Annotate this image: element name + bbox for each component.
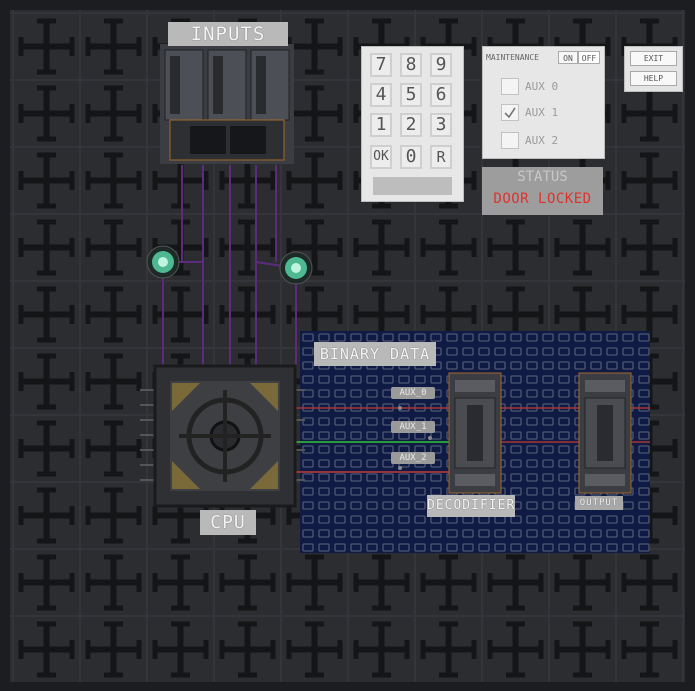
- decodifier-device: [448, 372, 502, 494]
- aux-0-label: AUX 0: [525, 80, 559, 93]
- help-button[interactable]: HELP: [630, 71, 677, 86]
- check-icon: [504, 107, 516, 119]
- cpu-chip: [140, 364, 305, 508]
- key-reset[interactable]: R: [430, 145, 452, 169]
- binary-data-label: BINARY DATA: [314, 342, 436, 366]
- key-0[interactable]: 0: [400, 145, 422, 169]
- wire-tag-aux-2: AUX_2: [391, 452, 435, 464]
- indicator-lights: [146, 245, 313, 285]
- maintenance-on-toggle[interactable]: ON: [558, 51, 578, 64]
- maintenance-title: MAINTENANCE: [486, 53, 539, 62]
- maintenance-off-toggle[interactable]: OFF: [578, 51, 600, 64]
- aux-1-label: AUX 1: [525, 106, 559, 119]
- keypad-display: [373, 177, 452, 195]
- wire-tag-aux-1: AUX_1: [391, 421, 435, 433]
- aux-2-label: AUX 2: [525, 134, 559, 147]
- status-title: STATUS: [517, 169, 568, 185]
- inputs-device: [160, 44, 294, 164]
- output-label: OUTPUT: [575, 496, 623, 510]
- aux-0-checkbox[interactable]: [501, 78, 519, 95]
- key-5[interactable]: 5: [400, 83, 422, 107]
- aux-1-checkbox[interactable]: [501, 104, 519, 121]
- status-panel: STATUS DOOR LOCKED: [482, 167, 603, 215]
- key-8[interactable]: 8: [400, 53, 422, 77]
- aux-2-checkbox[interactable]: [501, 132, 519, 149]
- output-device: [578, 372, 632, 494]
- inputs-label: INPUTS: [168, 22, 288, 46]
- exit-button[interactable]: EXIT: [630, 51, 677, 66]
- keypad: 7 8 9 4 5 6 1 2 3 OK 0 R: [361, 46, 464, 202]
- maintenance-panel: MAINTENANCE ON OFF AUX 0 AUX 1 AUX 2: [482, 46, 605, 159]
- cpu-label: CPU: [200, 510, 256, 535]
- key-9[interactable]: 9: [430, 53, 452, 77]
- key-6[interactable]: 6: [430, 83, 452, 107]
- wire-tag-aux-0: AUX_0: [391, 387, 435, 399]
- key-4[interactable]: 4: [370, 83, 392, 107]
- status-text: DOOR LOCKED: [493, 191, 592, 207]
- decodifier-label: DECODIFIER: [427, 495, 515, 517]
- menu-box: EXIT HELP: [624, 46, 683, 92]
- key-ok[interactable]: OK: [370, 145, 392, 169]
- key-3[interactable]: 3: [430, 113, 452, 137]
- key-7[interactable]: 7: [370, 53, 392, 77]
- key-1[interactable]: 1: [370, 113, 392, 137]
- key-2[interactable]: 2: [400, 113, 422, 137]
